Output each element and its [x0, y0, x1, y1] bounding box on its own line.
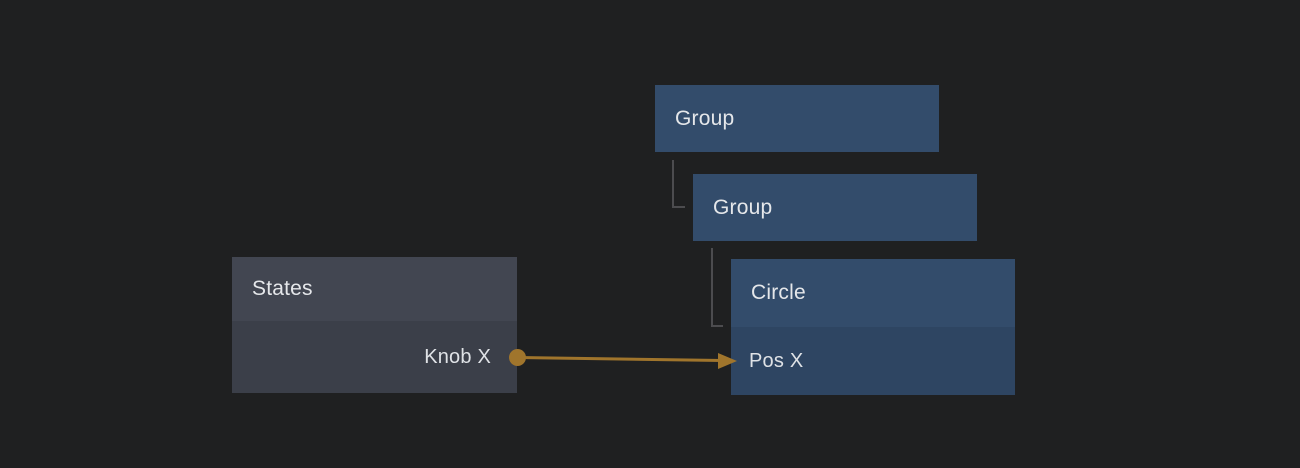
- node-group-outer-header[interactable]: Group: [655, 85, 939, 152]
- node-states-header[interactable]: States: [232, 257, 517, 321]
- node-title: Group: [675, 106, 735, 130]
- property-row-knob-x[interactable]: Knob X: [232, 321, 517, 393]
- node-group-inner-header[interactable]: Group: [693, 174, 977, 241]
- node-group-inner[interactable]: Group: [693, 174, 977, 241]
- connection-line[interactable]: [517, 356, 723, 362]
- property-label: Pos X: [749, 349, 804, 372]
- node-group-outer[interactable]: Group: [655, 85, 939, 152]
- node-title: States: [252, 277, 313, 300]
- hierarchy-connector-group-to-circle: [711, 248, 723, 327]
- node-circle[interactable]: Circle Pos X: [731, 259, 1015, 395]
- property-row-pos-x[interactable]: Pos X: [731, 327, 1015, 395]
- node-title: Group: [713, 195, 773, 219]
- property-label: Knob X: [424, 345, 491, 368]
- node-states[interactable]: States Knob X: [232, 257, 517, 393]
- node-circle-header[interactable]: Circle: [731, 259, 1015, 327]
- node-title: Circle: [751, 281, 806, 304]
- hierarchy-connector-group-to-group: [672, 160, 685, 208]
